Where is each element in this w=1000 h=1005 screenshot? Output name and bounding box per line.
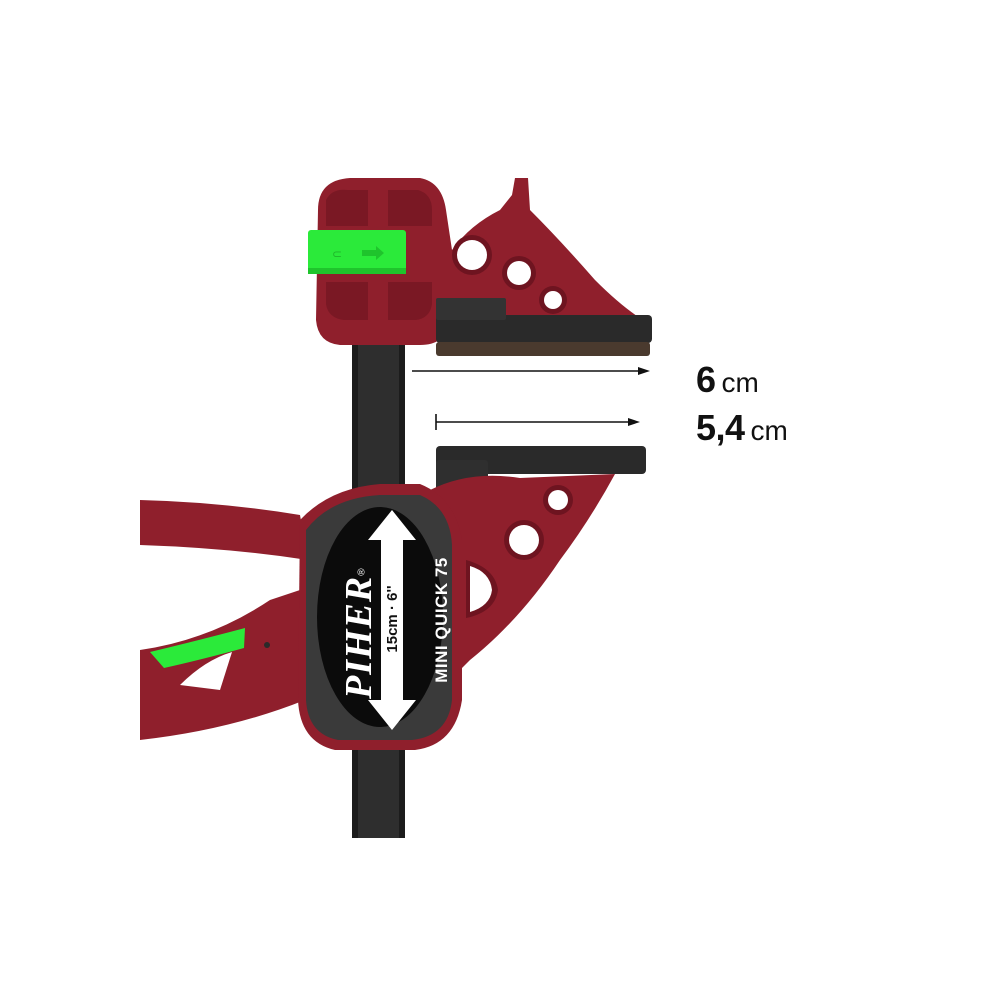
lower-pad <box>436 446 646 474</box>
fixed-jaw: ⊂ <box>308 178 652 356</box>
trigger-lever <box>150 628 245 668</box>
brand-label <box>317 507 443 727</box>
movable-jaw <box>140 446 646 750</box>
release-button <box>308 230 406 274</box>
svg-text:⊂: ⊂ <box>332 247 342 261</box>
arrow-6cm <box>412 367 650 375</box>
arrow-5-4cm <box>435 414 640 430</box>
upper-pad <box>436 315 652 343</box>
